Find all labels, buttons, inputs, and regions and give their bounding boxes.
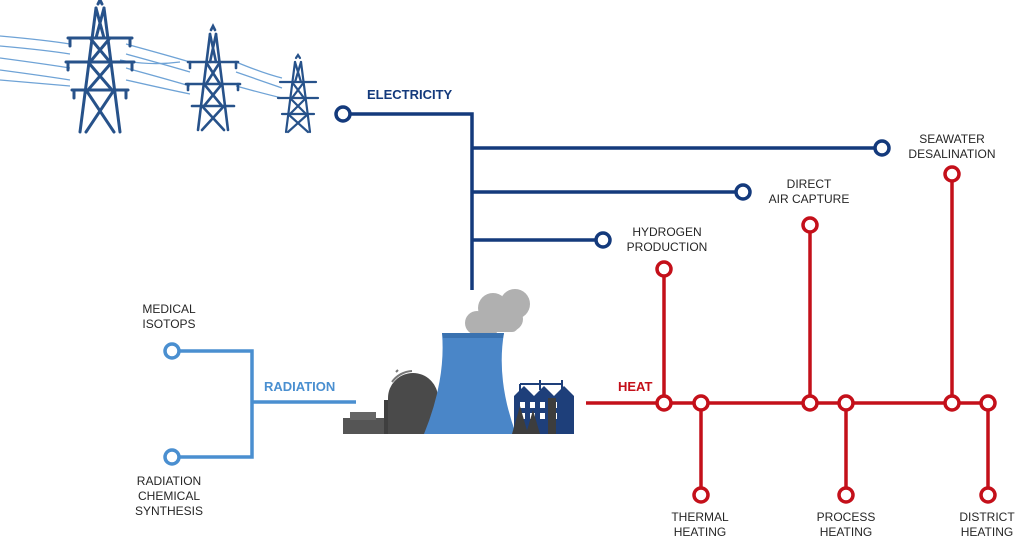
- thermal-heating-node: [692, 486, 710, 504]
- power-lines: [0, 35, 283, 99]
- power-pylon-icon: [276, 53, 320, 134]
- seawater-desalination-node: [873, 139, 891, 157]
- radiation-chemical-synthesis-node: [163, 448, 181, 466]
- heat-junction: [837, 394, 855, 412]
- heat-junction: [943, 394, 961, 412]
- air-capture-heat-node: [801, 216, 819, 234]
- electricity-source-node: [334, 105, 352, 123]
- direct-air-capture-node: [734, 183, 752, 201]
- electricity-label: ELECTRICITY: [367, 87, 453, 102]
- radiation-label: RADIATION: [264, 379, 336, 394]
- desalination-heat-node: [943, 165, 961, 183]
- medical-isotops-node: [163, 342, 181, 360]
- heat-network: [586, 181, 995, 488]
- hydrogen-heat-node: [655, 260, 673, 278]
- cooling-tower-icon: [424, 333, 516, 434]
- heat-junction: [692, 394, 710, 412]
- factory-icon: [512, 380, 574, 434]
- heat-junction: [801, 394, 819, 412]
- hydrogen-production-node: [594, 231, 612, 249]
- nuclear-plant-icon: [343, 289, 574, 434]
- district-heating-node: [979, 486, 997, 504]
- heat-junction: [655, 394, 673, 412]
- heat-junction: [979, 394, 997, 412]
- heat-label: HEAT: [618, 379, 653, 394]
- radiation-network: [180, 349, 356, 459]
- power-pylon-icon: [64, 0, 136, 134]
- process-heating-node: [837, 486, 855, 504]
- power-pylon-icon: [184, 23, 242, 132]
- steam-cloud-icon: [465, 289, 530, 337]
- electricity-network: [350, 112, 874, 290]
